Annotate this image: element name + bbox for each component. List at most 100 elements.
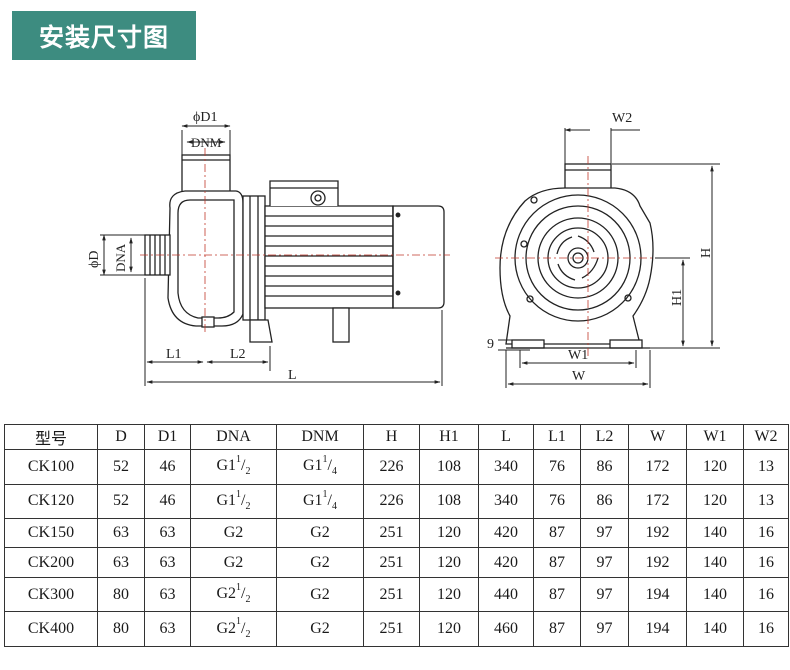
column-header: D — [97, 424, 145, 450]
cell-w1: 140 — [686, 518, 744, 549]
cell-w: 192 — [628, 518, 687, 549]
cell-l1: 87 — [533, 611, 581, 647]
cell-d1: 46 — [144, 483, 191, 520]
cell-model: CK150 — [4, 518, 98, 549]
cell-l: 340 — [478, 449, 534, 485]
label-H1: H1 — [670, 289, 685, 306]
cell-dna: G21/2 — [190, 611, 277, 647]
column-header: H — [363, 424, 420, 450]
cell-h: 251 — [363, 547, 420, 578]
cell-l2: 86 — [580, 483, 629, 520]
column-header: DNM — [276, 424, 364, 450]
label-L1: L1 — [166, 347, 182, 362]
cell-d: 52 — [97, 483, 145, 520]
column-header: L2 — [580, 424, 629, 450]
cell-d1: 63 — [144, 518, 191, 549]
label-L2: L2 — [230, 347, 246, 362]
cell-l: 340 — [478, 483, 534, 520]
cell-d: 80 — [97, 576, 145, 613]
cell-w: 172 — [628, 483, 687, 520]
cell-h: 251 — [363, 518, 420, 549]
cell-w1: 140 — [686, 576, 744, 613]
cell-l: 420 — [478, 518, 534, 549]
cell-w1: 140 — [686, 611, 744, 647]
cell-d: 63 — [97, 547, 145, 578]
cell-d: 52 — [97, 449, 145, 485]
cell-w2: 16 — [743, 611, 789, 647]
cell-d: 80 — [97, 611, 145, 647]
label-W: W — [572, 369, 586, 384]
cell-w2: 16 — [743, 518, 789, 549]
cell-h: 251 — [363, 611, 420, 647]
cell-model: CK200 — [4, 547, 98, 578]
cell-d1: 63 — [144, 547, 191, 578]
column-header: L — [478, 424, 534, 450]
cell-l1: 87 — [533, 576, 581, 613]
cell-h1: 120 — [419, 518, 479, 549]
column-header: W1 — [686, 424, 744, 450]
cell-h1: 120 — [419, 547, 479, 578]
cell-h: 226 — [363, 449, 420, 485]
cell-w2: 13 — [743, 483, 789, 520]
cell-h: 251 — [363, 576, 420, 613]
side-view — [144, 154, 445, 343]
cell-d1: 63 — [144, 576, 191, 613]
cell-w2: 16 — [743, 576, 789, 613]
cell-model: CK100 — [4, 449, 98, 485]
column-header: D1 — [144, 424, 191, 450]
cell-w: 192 — [628, 547, 687, 578]
cell-dna: G2 — [190, 518, 277, 549]
label-D: ϕD — [87, 251, 102, 268]
cell-l1: 87 — [533, 547, 581, 578]
cell-l1: 76 — [533, 483, 581, 520]
cell-model: CK400 — [4, 611, 98, 647]
cell-dnm: G2 — [276, 611, 364, 647]
front-view — [499, 163, 654, 349]
cell-h1: 120 — [419, 611, 479, 647]
label-H: H — [699, 248, 714, 258]
cell-dna: G11/2 — [190, 449, 277, 485]
cell-d1: 63 — [144, 611, 191, 647]
cell-l2: 97 — [580, 576, 629, 613]
pump-dimension-drawing: ϕD1 DNM ϕD DNA L1 L2 L — [87, 110, 720, 388]
cell-h1: 108 — [419, 449, 479, 485]
column-header: W — [628, 424, 687, 450]
cell-l2: 97 — [580, 547, 629, 578]
cell-d: 63 — [97, 518, 145, 549]
cell-h: 226 — [363, 483, 420, 520]
label-DNM: DNM — [191, 135, 222, 150]
cell-w: 194 — [628, 611, 687, 647]
cell-d1: 46 — [144, 449, 191, 485]
cell-l2: 97 — [580, 518, 629, 549]
cell-dnm: G2 — [276, 547, 364, 578]
cell-w2: 16 — [743, 547, 789, 578]
column-header: H1 — [419, 424, 479, 450]
label-L: L — [288, 368, 297, 383]
cell-l: 420 — [478, 547, 534, 578]
cell-dnm: G2 — [276, 576, 364, 613]
cell-dna: G21/2 — [190, 576, 277, 613]
label-DNA: DNA — [113, 243, 128, 272]
label-9: 9 — [487, 337, 494, 352]
cell-dna: G2 — [190, 547, 277, 578]
cell-w1: 120 — [686, 449, 744, 485]
label-D1: ϕD1 — [193, 110, 217, 125]
label-W1: W1 — [568, 348, 588, 363]
cell-w: 194 — [628, 576, 687, 613]
cell-l: 460 — [478, 611, 534, 647]
section-title: 安装尺寸图 — [12, 11, 196, 60]
cell-l2: 86 — [580, 449, 629, 485]
cell-l: 440 — [478, 576, 534, 613]
cell-model: CK120 — [4, 483, 98, 520]
cell-w1: 140 — [686, 547, 744, 578]
cell-w1: 120 — [686, 483, 744, 520]
cell-l2: 97 — [580, 611, 629, 647]
label-W2: W2 — [612, 111, 632, 126]
